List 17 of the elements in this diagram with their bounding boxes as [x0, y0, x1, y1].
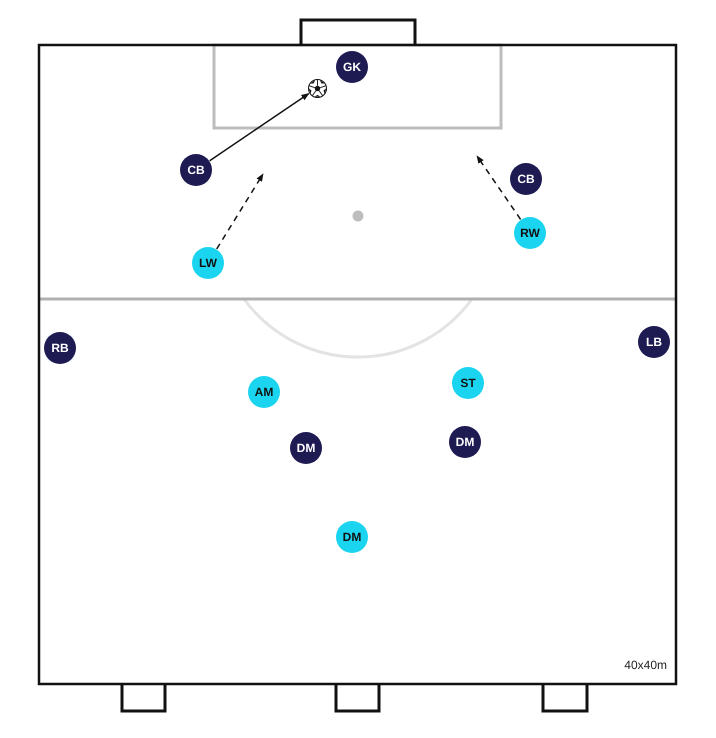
player-token: DM	[449, 426, 481, 458]
dashed-arrow	[216, 173, 264, 250]
player-token: DM	[336, 521, 368, 553]
dashed-arrow	[476, 155, 522, 220]
soccer-ball-icon	[308, 78, 326, 98]
dimension-label: 40x40m	[624, 658, 667, 672]
player-token: RW	[514, 217, 546, 249]
arrow	[209, 92, 310, 162]
player-token: ST	[452, 367, 484, 399]
player-token: DM	[290, 432, 322, 464]
player-token: GK	[336, 51, 368, 83]
player-token: RB	[44, 332, 76, 364]
player-token: CB	[510, 163, 542, 195]
player-token: LW	[192, 247, 224, 279]
player-token: CB	[180, 154, 212, 186]
player-token: AM	[248, 376, 280, 408]
player-token: LB	[638, 326, 670, 358]
